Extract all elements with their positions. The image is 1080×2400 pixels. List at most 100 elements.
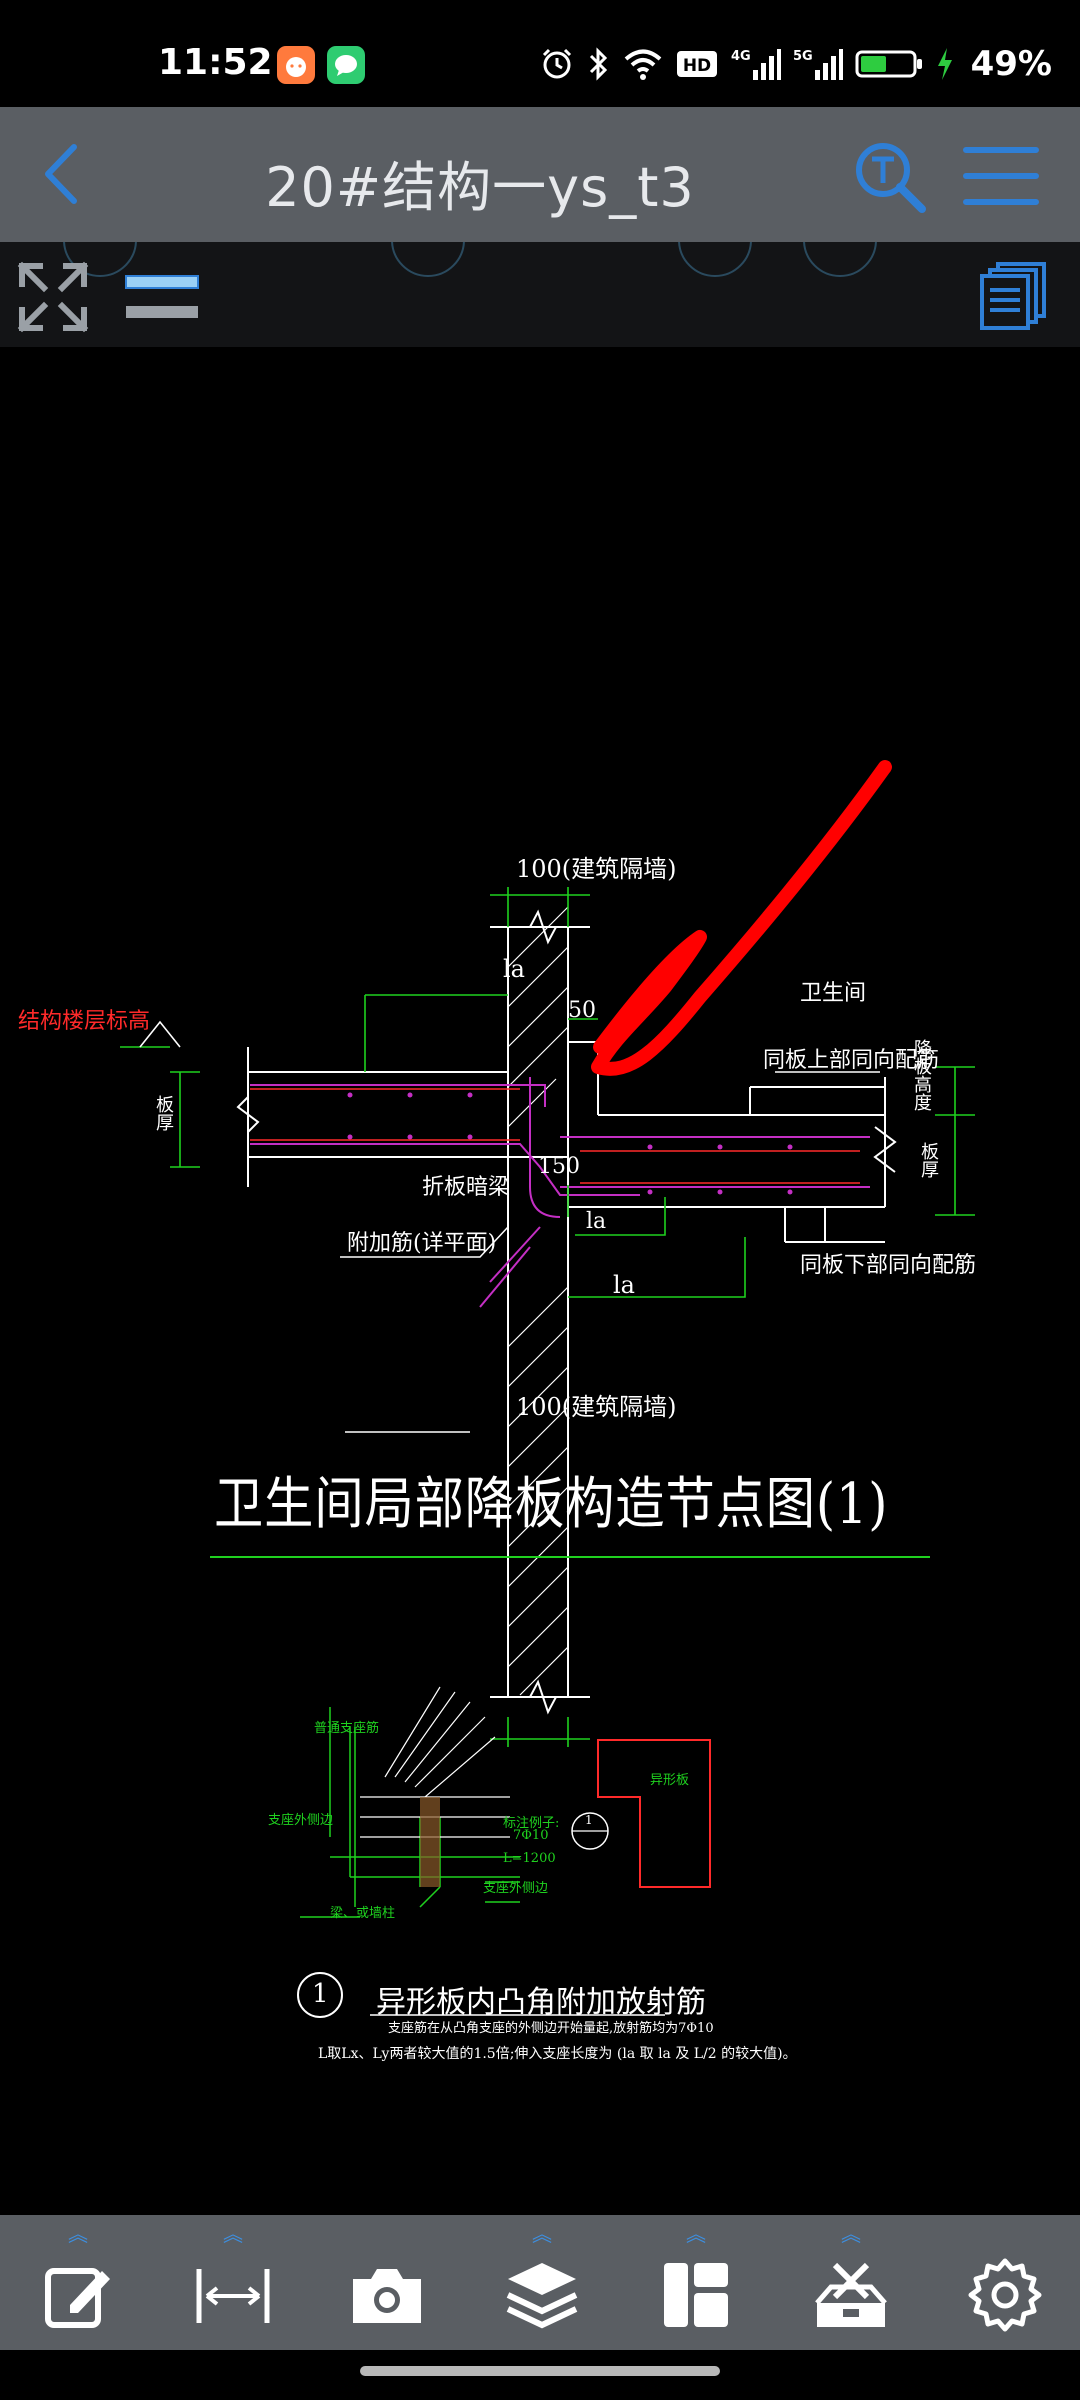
dim-150: 150 — [538, 1154, 580, 1179]
detail1-title: 卫生间局部降板构造节点图(1) — [214, 1472, 889, 1537]
expand-icon — [17, 261, 89, 333]
markup-arrow — [591, 760, 892, 1076]
measure-button[interactable]: ︽ — [178, 2215, 288, 2350]
status-time: 11:52 — [158, 42, 273, 83]
support-edge-label-2: 支座外侧边 — [483, 1881, 549, 1896]
5g-label: 5G — [793, 49, 813, 64]
bars-label: 7Φ10 — [513, 1828, 549, 1843]
chevron-up-icon: ︽ — [223, 2222, 243, 2246]
5g-signal-icon: 5G — [793, 49, 843, 80]
marker-label: 标注例子: — [503, 1816, 560, 1831]
room-label: 卫生间 — [800, 981, 867, 1006]
detail2-note-1: 支座筋在从凸角支座的外侧边开始量起,放射筋均为7Φ10 — [388, 2021, 714, 2036]
text-search-icon — [856, 143, 926, 213]
dim-la-bottom: la — [613, 1271, 635, 1299]
dim-50: 50 — [568, 998, 596, 1023]
partition-wall — [490, 906, 590, 1715]
tools-button[interactable]: ︽ — [796, 2215, 906, 2350]
documents-icon — [980, 262, 1046, 330]
folded-beam-label: 折板暗梁 — [422, 1175, 511, 1200]
layouts-button[interactable] — [978, 260, 1050, 332]
beam-label: 梁、或墙柱 — [330, 1906, 396, 1921]
title-number: 1 — [312, 1979, 329, 2009]
chevron-up-icon: ︽ — [532, 2222, 552, 2246]
battery-percent: 49% — [970, 44, 1052, 84]
text-search-button[interactable] — [850, 137, 930, 217]
layers-icon — [506, 2263, 578, 2329]
wifi-icon — [624, 49, 661, 80]
chevron-up-icon: ︽ — [68, 2222, 88, 2246]
wall-bottom-label: 100(建筑隔墙) — [516, 1393, 677, 1421]
wall-top-label: 100(建筑隔墙) — [516, 855, 677, 883]
grid-bubbles-partial — [63, 242, 877, 277]
charging-icon — [937, 48, 952, 80]
shaped-slab-label: 异形板 — [650, 1773, 690, 1788]
camera-icon — [353, 2269, 421, 2323]
menu-button[interactable] — [962, 142, 1040, 210]
status-icons: HD 4G 5G 49% — [539, 44, 1052, 84]
annotate-button[interactable]: ︽ — [23, 2215, 133, 2350]
rebar-dots — [347, 1092, 793, 1195]
corner-column — [420, 1797, 440, 1887]
detail2-note-2: L取Lx、Ly两者较大值的1.5倍;伸入支座长度为 (la 取 la 及 L/2… — [318, 2046, 797, 2062]
added-rebar-label: 附加筋(详平面) — [347, 1231, 497, 1256]
back-button[interactable] — [30, 137, 100, 212]
cat-app-icon — [277, 46, 315, 84]
bottom-toolbar: ︽ ︽ ︽ ︽ ︽ — [0, 2215, 1080, 2350]
lineweight-icon — [125, 275, 199, 318]
bottom-rebar-label: 同板下部同向配筋 — [800, 1253, 977, 1278]
detail2-title: 异形板内凸角附加放射筋 — [376, 1985, 706, 2020]
leader-lines — [340, 1071, 880, 1433]
drop-height-label: 降板高度 — [911, 1039, 932, 1111]
left-slab — [236, 1047, 568, 1187]
fullscreen-button[interactable] — [16, 260, 90, 334]
layout-icon — [664, 2263, 728, 2327]
navigation-area — [0, 2350, 1080, 2400]
support-top-label: 普通支座筋 — [314, 1721, 380, 1736]
floor-level-label: 结构楼层标高 — [18, 1009, 151, 1034]
hd-icon: HD — [676, 51, 717, 77]
slab-thickness-right: 板厚 — [918, 1142, 939, 1178]
length-label: L=1200 — [503, 1851, 556, 1866]
battery-icon — [855, 50, 922, 78]
right-slab — [567, 1041, 897, 1243]
dimension-lines — [120, 887, 975, 1747]
chevron-left-icon — [45, 144, 77, 204]
alarm-icon — [542, 48, 571, 79]
home-indicator[interactable] — [360, 2366, 720, 2376]
hd-label: HD — [682, 56, 710, 76]
camera-button[interactable] — [332, 2215, 442, 2350]
lineweight-toggle[interactable] — [122, 266, 202, 326]
slab-thickness-left: 板厚 — [153, 1095, 174, 1131]
annotate-icon — [45, 2268, 110, 2328]
tool-strip — [0, 242, 1080, 347]
support-edge-label: 支座外侧边 — [268, 1813, 334, 1828]
layout-button[interactable]: ︽ — [641, 2215, 751, 2350]
dim-la-mid: la — [586, 1209, 607, 1234]
message-app-icon — [327, 46, 365, 84]
status-bar: 11:52 HD 4G 5G 49% — [0, 0, 1080, 107]
red-rebar-lines — [250, 1088, 860, 1184]
chevron-up-icon: ︽ — [686, 2222, 706, 2246]
4g-label: 4G — [731, 49, 751, 64]
4g-signal-icon: 4G — [731, 49, 781, 80]
settings-icon — [968, 2258, 1042, 2332]
rebars — [250, 1077, 870, 1308]
drawing-canvas[interactable]: 100(建筑隔墙) 100(建筑隔墙) la 50 150 la la 卫生间 … — [0, 347, 1080, 2215]
radial-bars — [360, 1686, 510, 1838]
document-title: 20#结构一ys_t3 — [265, 156, 695, 219]
hamburger-icon — [963, 147, 1039, 205]
title-bar: 20#结构一ys_t3 — [0, 107, 1080, 242]
cad-drawing — [120, 760, 975, 2018]
measure-icon — [196, 2269, 270, 2323]
settings-button[interactable] — [950, 2215, 1060, 2350]
shaped-slab-outline — [597, 1739, 711, 1888]
title-circle — [297, 1972, 343, 2018]
dim-la-top: la — [503, 955, 525, 983]
bluetooth-icon — [589, 47, 607, 81]
top-rebar-label: 同板上部同向配筋 — [763, 1048, 940, 1073]
tools-icon — [815, 2262, 887, 2327]
chevron-up-icon: ︽ — [841, 2222, 861, 2246]
layers-button[interactable]: ︽ — [487, 2215, 597, 2350]
symbol-number: 1 — [585, 1813, 593, 1827]
